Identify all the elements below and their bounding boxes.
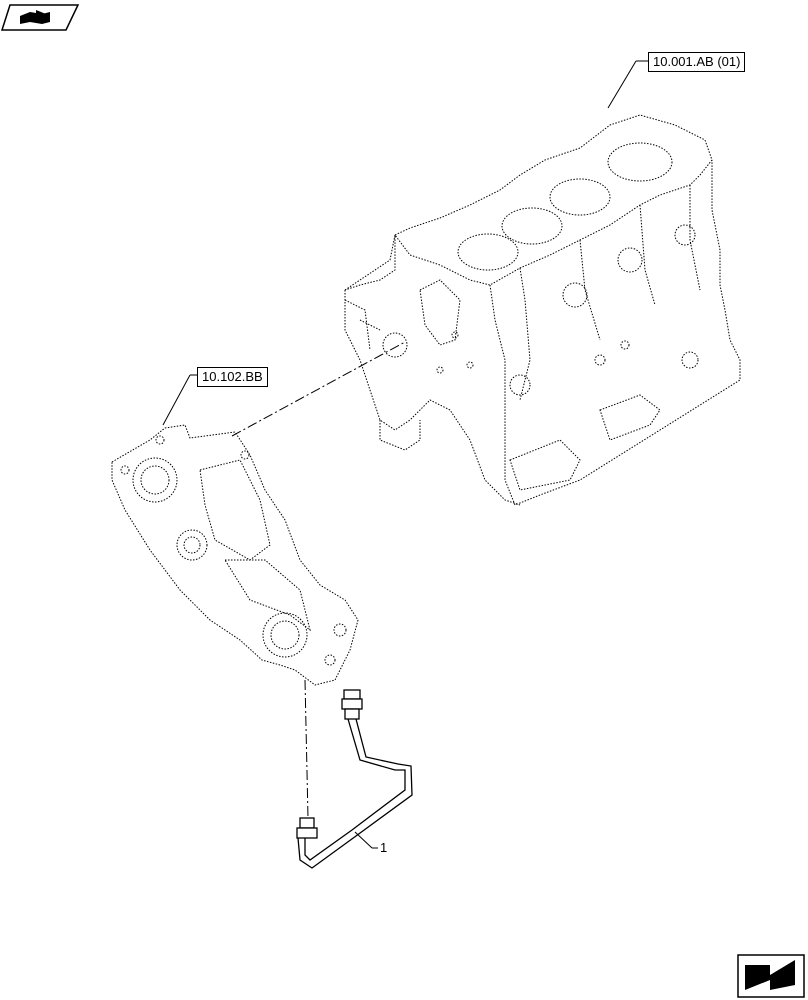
engine-block xyxy=(344,114,741,506)
oil-pipe xyxy=(296,689,413,869)
cover-reference-label[interactable]: 10.102.BB xyxy=(197,367,268,387)
book-arrow-icon[interactable] xyxy=(0,4,80,31)
pipe-callout-number: 1 xyxy=(380,840,388,855)
next-page-arrow-icon[interactable] xyxy=(737,954,805,998)
timing-cover xyxy=(111,424,359,686)
leader-lines xyxy=(162,60,648,849)
block-reference-label[interactable]: 10.001.AB (01) xyxy=(648,52,746,72)
alignment-lines xyxy=(231,341,406,819)
